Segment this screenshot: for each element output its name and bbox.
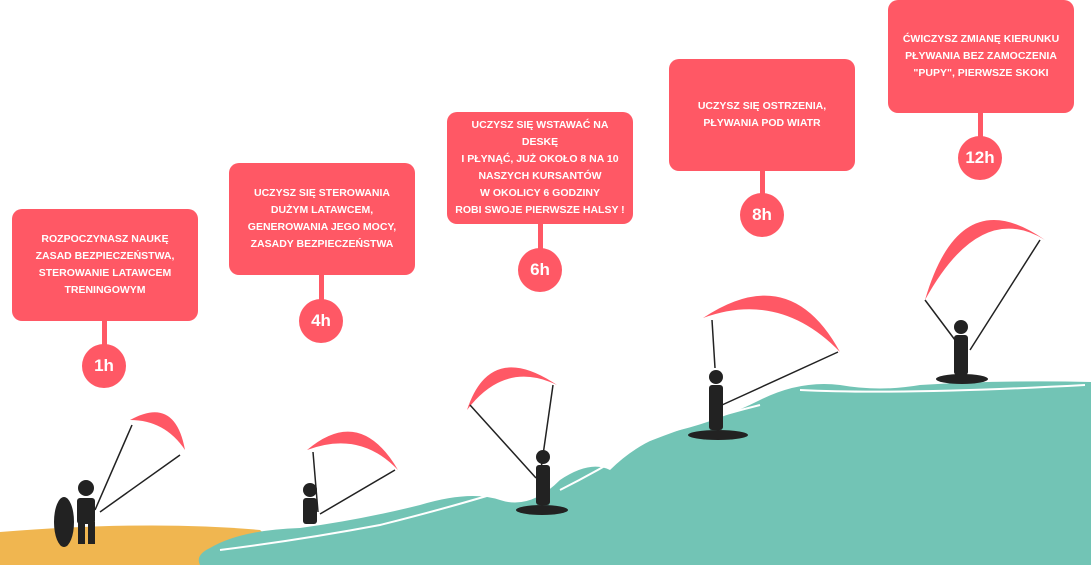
step-description-box: UCZYSZ SIĘ WSTAWAĆ NA DESKĘ I PŁYNĄĆ, JU… bbox=[447, 112, 633, 224]
surfboard bbox=[54, 497, 74, 547]
step-description-box: UCZYSZ SIĘ OSTRZENIA, PŁYWANIA POD WIATR bbox=[669, 59, 855, 171]
hours-badge: 12h bbox=[958, 136, 1002, 180]
step-description-box: ROZPOCZYNASZ NAUKĘ ZASAD BEZPIECZEŃSTWA,… bbox=[12, 209, 198, 321]
hours-badge: 8h bbox=[740, 193, 784, 237]
connector bbox=[978, 113, 983, 138]
kiter-4h bbox=[303, 431, 398, 524]
sea-waves bbox=[198, 381, 1091, 565]
step-text: UCZYSZ SIĘ STEROWANIA DUŻYM LATAWCEM, GE… bbox=[247, 187, 397, 250]
kite bbox=[925, 220, 1045, 300]
step-text: UCZYSZ SIĘ OSTRZENIA, PŁYWANIA POD WIATR bbox=[697, 100, 827, 129]
hours-badge: 4h bbox=[299, 299, 343, 343]
connector bbox=[760, 171, 765, 196]
connector bbox=[319, 275, 324, 300]
kite bbox=[703, 295, 840, 352]
kiter-8h bbox=[688, 295, 840, 440]
step-text: ROZPOCZYNASZ NAUKĘ ZASAD BEZPIECZEŃSTWA,… bbox=[35, 233, 175, 296]
kiter-6h bbox=[467, 367, 568, 515]
kite bbox=[467, 367, 557, 410]
kiter-1h bbox=[54, 412, 185, 547]
step-description-box: ĆWICZYSZ ZMIANĘ KIERUNKU PŁYWANIA BEZ ZA… bbox=[888, 0, 1074, 113]
kiter-12h bbox=[924, 220, 1045, 384]
kite bbox=[307, 431, 398, 470]
connector bbox=[102, 321, 107, 346]
board bbox=[688, 430, 748, 440]
step-text: UCZYSZ SIĘ WSTAWAĆ NA DESKĘ I PŁYNĄĆ, JU… bbox=[455, 119, 625, 216]
step-description-box: UCZYSZ SIĘ STEROWANIA DUŻYM LATAWCEM, GE… bbox=[229, 163, 415, 275]
hours-badge: 1h bbox=[82, 344, 126, 388]
board bbox=[516, 505, 568, 515]
hours-badge: 6h bbox=[518, 248, 562, 292]
board bbox=[936, 374, 988, 384]
kite bbox=[130, 412, 185, 450]
step-text: ĆWICZYSZ ZMIANĘ KIERUNKU PŁYWANIA BEZ ZA… bbox=[902, 33, 1060, 79]
connector bbox=[538, 224, 543, 249]
